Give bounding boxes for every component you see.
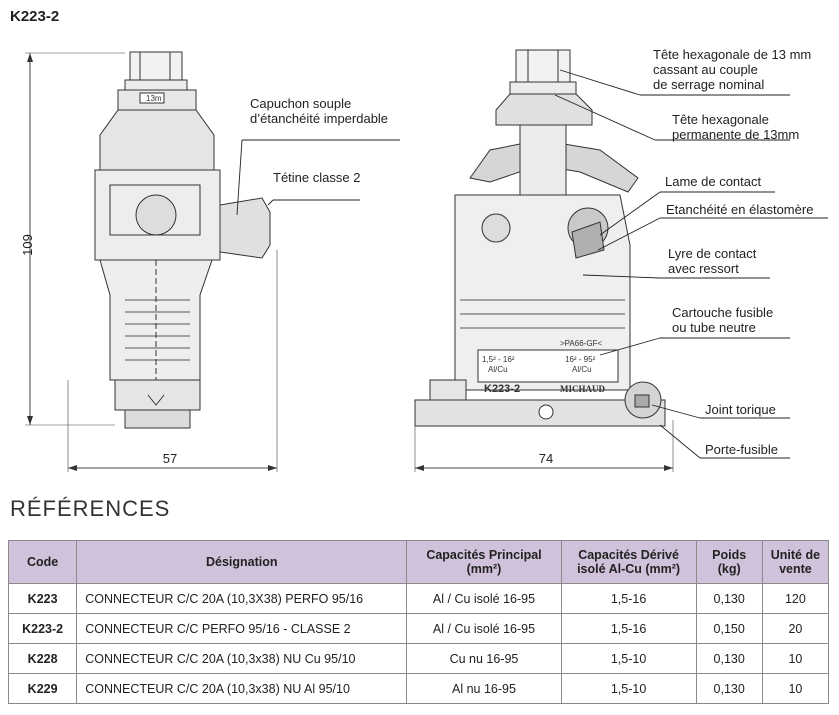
range-right: 16² - 95² [565, 355, 596, 364]
table-row: K228 CONNECTEUR C/C 20A (10,3x38) NU Cu … [7, 643, 830, 674]
cell-designation: CONNECTEUR C/C 20A (10,3X38) PERFO 95/16 [76, 583, 408, 614]
cell-poids: 0,130 [695, 673, 763, 704]
cell-capacite-derive: 1,5-16 [560, 583, 697, 614]
cell-designation: CONNECTEUR C/C 20A (10,3x38) NU Al 95/10 [76, 673, 408, 704]
cell-capacite-principal: Al / Cu isolé 16-95 [406, 583, 562, 614]
cell-capacite-derive: 1,5-10 [560, 643, 697, 674]
cell-poids: 0,150 [695, 613, 763, 644]
cell-designation: CONNECTEUR C/C 20A (10,3x38) NU Cu 95/10 [76, 643, 408, 674]
alcu-left: Al/Cu [488, 365, 508, 374]
cell-poids: 0,130 [695, 643, 763, 674]
label-capuchon: Capuchon souple d’étanchéité imperdable [250, 96, 389, 126]
cell-unite: 10 [761, 673, 830, 704]
table-row: K229 CONNECTEUR C/C 20A (10,3x38) NU Al … [7, 673, 830, 704]
technical-drawing: 109 57 74 13m >PA66-GF< 1,5² - 16² Al/Cu… [20, 49, 828, 472]
label-tete-permanente: Tête hexagonale permanente de 13mm [672, 112, 800, 142]
cell-capacite-principal: Cu nu 16-95 [406, 643, 562, 674]
label-tete-cassant: Tête hexagonale de 13 mm cassant au coup… [653, 47, 812, 92]
brand-marking: MICHAUD [560, 384, 605, 394]
table-row: K223-2 CONNECTEUR C/C PERFO 95/16 - CLAS… [7, 613, 830, 644]
label-cartouche: Cartouche fusible ou tube neutre [672, 305, 774, 335]
range-left: 1,5² - 16² [482, 355, 515, 364]
references-heading: RÉFÉRENCES [10, 496, 171, 521]
label-porte-fusible: Porte-fusible [705, 442, 778, 457]
front-view-drawing [414, 49, 666, 427]
product-code-title: K223-2 [10, 8, 60, 25]
cell-capacite-derive: 1,5-16 [560, 613, 697, 644]
header-capacites-derive: Capacités Dérivé isolé Al-Cu (mm²) [560, 540, 697, 584]
model-marking: K223-2 [484, 383, 520, 395]
dimension-height: 109 [20, 234, 35, 256]
cell-designation: CONNECTEUR C/C PERFO 95/16 - CLASSE 2 [76, 613, 408, 644]
label-joint: Joint torique [705, 402, 776, 417]
cell-capacite-principal: Al / Cu isolé 16-95 [406, 613, 562, 644]
cell-capacite-derive: 1,5-10 [560, 673, 697, 704]
table-row: K223 CONNECTEUR C/C 20A (10,3X38) PERFO … [7, 583, 830, 614]
dimension-width-front: 74 [539, 451, 553, 466]
cell-code: K228 [7, 643, 78, 674]
pas-label: >PA66-GF< [560, 339, 602, 348]
header-unite-vente: Unité de vente [761, 540, 830, 584]
dimension-width-side: 57 [163, 451, 177, 466]
header-capacites-principal: Capacités Principal (mm²) [406, 540, 562, 584]
cell-unite: 120 [761, 583, 830, 614]
side-view-drawing [94, 51, 271, 429]
cell-code: K229 [7, 673, 78, 704]
cell-code: K223 [7, 583, 78, 614]
label-lyre: Lyre de contact avec ressort [668, 246, 757, 276]
header-code: Code [7, 540, 78, 584]
cell-capacite-principal: Al nu 16-95 [406, 673, 562, 704]
label-lame: Lame de contact [665, 174, 762, 189]
header-designation: Désignation [76, 540, 408, 584]
nut-marking: 13m [146, 94, 162, 103]
cell-code: K223-2 [7, 613, 78, 644]
label-etancheite: Etanchéité en élastomère [666, 202, 814, 217]
table-header-row: Code Désignation Capacités Principal (mm… [7, 540, 830, 584]
alcu-right: Al/Cu [572, 365, 592, 374]
label-tetine: Tétine classe 2 [273, 170, 361, 185]
references-table: Code Désignation Capacités Principal (mm… [7, 540, 830, 704]
cell-poids: 0,130 [695, 583, 763, 614]
cell-unite: 20 [761, 613, 830, 644]
header-poids: Poids (kg) [695, 540, 763, 584]
cell-unite: 10 [761, 643, 830, 674]
